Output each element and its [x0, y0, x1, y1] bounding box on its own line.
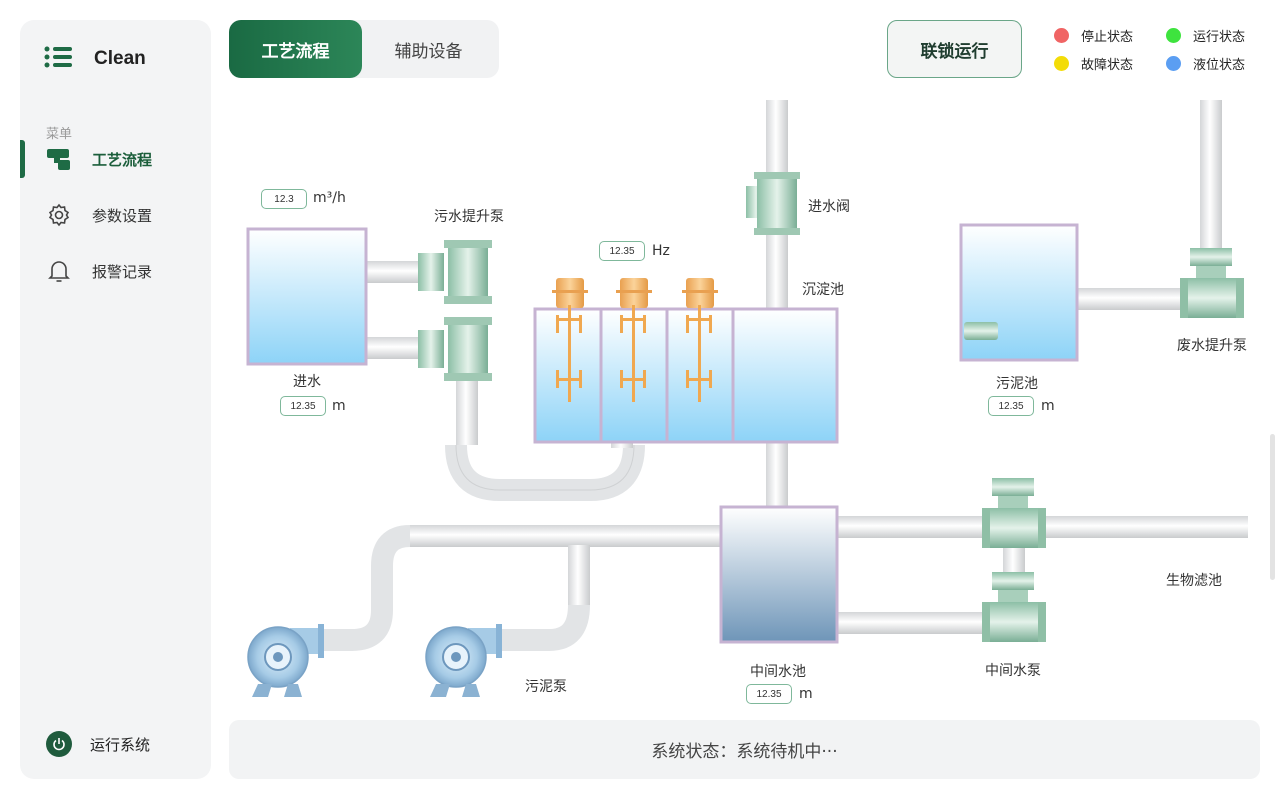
inlet-level-value: 12.35: [280, 396, 326, 416]
waste-pump-label: 废水提升泵: [1177, 338, 1247, 354]
inlet-flow-unit: m³/h: [313, 190, 346, 206]
legend-label: 故障状态: [1081, 58, 1134, 73]
sewage-pump-lower: [418, 317, 492, 381]
sludge-pump-left: [247, 624, 324, 697]
sidebar: Clean 菜单 工艺流程 参数设置 报警记录: [20, 20, 211, 779]
inlet-flow-value: 12.3: [261, 189, 307, 209]
legend-running: 运行状态: [1166, 26, 1245, 45]
sidebar-item-label: 工艺流程: [92, 150, 153, 169]
power-icon: [46, 731, 72, 757]
pipe-elbow-right: [496, 604, 590, 651]
legend-fault: 故障状态: [1054, 54, 1133, 73]
middle-level-unit: m: [799, 686, 813, 702]
status-dot-yellow: [1054, 56, 1069, 71]
agitator-3: [682, 278, 718, 402]
pipe-sludge-waste: [1076, 288, 1186, 310]
pipe-pump-down: [456, 375, 478, 445]
status-dot-green: [1166, 28, 1181, 43]
legend-stopped: 停止状态: [1054, 26, 1133, 45]
tab-process-flow[interactable]: 工艺流程: [229, 20, 362, 78]
process-flow-icon: [46, 147, 72, 171]
top-tabs: 工艺流程 辅助设备: [229, 20, 499, 78]
pipe-settle-middle: [766, 442, 788, 512]
sidebar-item-alarm-log[interactable]: 报警记录: [20, 252, 211, 290]
inlet-valve-label: 进水阀: [808, 199, 850, 215]
legend-level: 液位状态: [1166, 54, 1245, 73]
pipe-inlet-lower: [364, 337, 434, 359]
middle-level-value: 12.35: [746, 684, 792, 704]
run-system-button[interactable]: 运行系统: [46, 731, 150, 757]
middle-pump-upper: [982, 478, 1046, 548]
legend-label: 液位状态: [1193, 58, 1246, 73]
middle-pump-label: 中间水泵: [985, 663, 1041, 679]
pipe-elbow-left: [320, 525, 411, 651]
vertical-scrollbar[interactable]: [1270, 434, 1275, 580]
status-dot-blue: [1166, 56, 1181, 71]
run-system-label: 运行系统: [90, 735, 151, 754]
pipe-middle-lower: [836, 612, 986, 634]
inlet-valve: [746, 172, 800, 235]
agitator-freq-unit: Hz: [652, 243, 670, 259]
menu-list-icon[interactable]: [44, 46, 72, 72]
sidebar-item-process-flow[interactable]: 工艺流程: [20, 140, 211, 178]
gear-icon: [46, 203, 72, 227]
menu-caption: 菜单: [46, 127, 73, 142]
inlet-tank: [246, 227, 368, 366]
sewage-pump-upper: [418, 240, 492, 304]
agitator-1: [552, 278, 588, 402]
inlet-level-unit: m: [332, 398, 346, 414]
brand-name: Clean: [94, 48, 146, 69]
bio-filter-label: 生物滤池: [1166, 573, 1222, 589]
middle-tank: [719, 505, 839, 644]
middle-pump-lower: [982, 572, 1046, 642]
legend-label: 停止状态: [1081, 30, 1134, 45]
inlet-tank-label: 进水: [293, 374, 321, 390]
legend-label: 运行状态: [1193, 30, 1246, 45]
sidebar-item-label: 报警记录: [92, 262, 153, 281]
sidebar-item-label: 参数设置: [92, 206, 153, 225]
sidebar-item-params[interactable]: 参数设置: [20, 196, 211, 234]
pipe-inlet-upper: [364, 261, 434, 283]
pipe-waste-pump-vertical: [1200, 100, 1222, 260]
sewage-pump-label: 污水提升泵: [434, 209, 504, 225]
pipe-pump-link: [1003, 540, 1025, 580]
sludge-tank-label: 污泥池: [996, 376, 1038, 392]
status-dot-red: [1054, 28, 1069, 43]
pipe-u-bend: [445, 444, 645, 501]
bell-icon: [46, 259, 72, 283]
tab-auxiliary-equipment[interactable]: 辅助设备: [394, 41, 463, 62]
pipe-sludge-branch: [568, 545, 590, 605]
agitator-freq-value: 12.35: [599, 241, 645, 261]
sludge-level-unit: m: [1041, 398, 1055, 414]
interlock-run-button[interactable]: 联锁运行: [887, 20, 1022, 78]
sludge-pump-label: 污泥泵: [525, 679, 567, 695]
settling-tank-label: 沉淀池: [802, 282, 844, 298]
brand: Clean: [44, 46, 146, 72]
sludge-level-value: 12.35: [988, 396, 1034, 416]
sludge-tank-sensor: [964, 322, 998, 340]
settling-tank: [731, 307, 839, 444]
waste-pump: [1180, 248, 1244, 318]
middle-tank-label: 中间水池: [750, 664, 806, 680]
system-status-bar: 系统状态：系统待机中···: [229, 720, 1260, 779]
system-status-text: 系统状态：系统待机中···: [651, 742, 838, 762]
agitator-2: [616, 278, 652, 402]
sludge-pump-right: [425, 624, 502, 697]
pipe-sludge-main: [410, 525, 722, 547]
